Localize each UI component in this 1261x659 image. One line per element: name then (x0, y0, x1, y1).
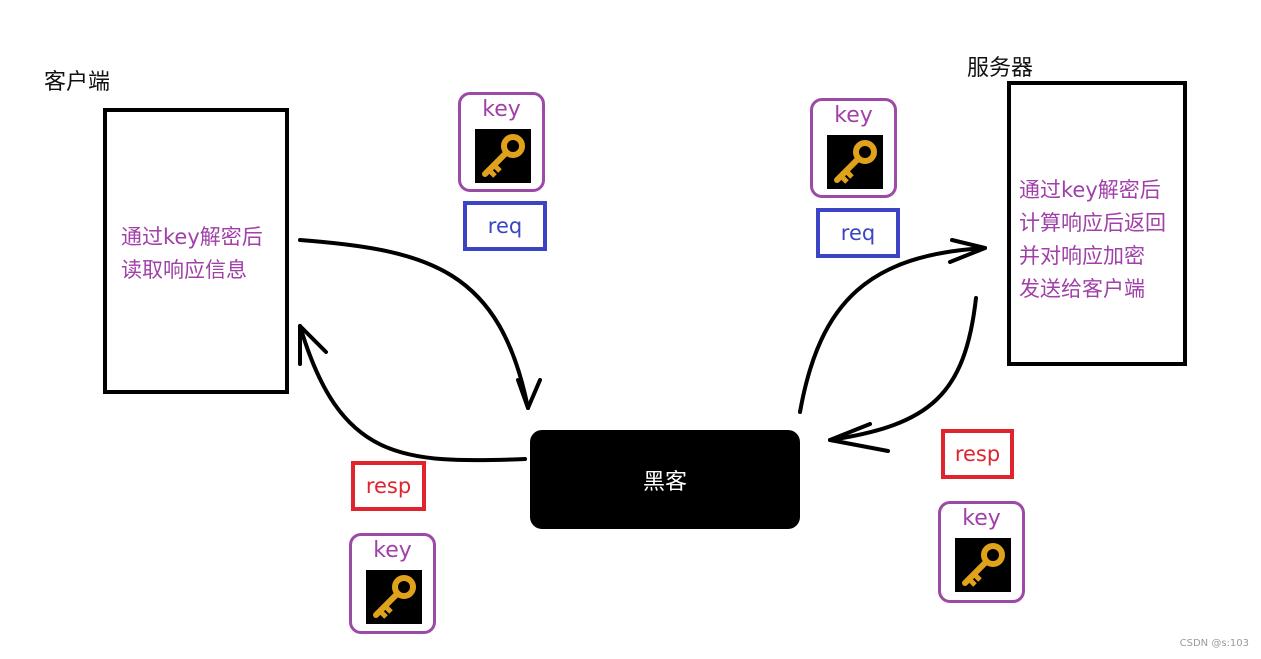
server-box (1007, 81, 1187, 366)
server-note-line: 发送给客户端 (1019, 277, 1145, 301)
arrow-server-to-hacker (828, 296, 978, 442)
key-label: key (373, 538, 412, 563)
key-card: key (810, 98, 897, 198)
resp-tag: resp (351, 461, 426, 511)
arrowhead-client-to-hacker (516, 378, 542, 410)
arrow-hacker-to-client (298, 324, 527, 463)
hacker-label: 黑客 (642, 469, 687, 495)
key-label: key (482, 97, 521, 122)
key-card: key (938, 501, 1025, 603)
golden-key-icon (475, 129, 531, 183)
hacker-node: 黑客 (530, 430, 800, 529)
arrow-client-to-hacker (298, 238, 530, 410)
server-title: 服务器 (967, 56, 1034, 81)
arrow-hacker-to-server (798, 246, 987, 414)
watermark: CSDN @s:103 (1179, 638, 1249, 649)
arrowhead-server-to-hacker (828, 422, 890, 453)
client-title: 客户端 (44, 70, 111, 95)
key-card: key (349, 533, 436, 634)
server-note: 通过key解密后 计算响应后返回 并对响应加密 发送给客户端 (1019, 174, 1166, 306)
resp-label: resp (365, 474, 412, 498)
resp-label: resp (954, 442, 1001, 466)
req-label: req (487, 214, 523, 238)
golden-key-icon (827, 135, 883, 189)
golden-key-icon (955, 538, 1011, 592)
client-note-line: 读取响应信息 (121, 258, 247, 282)
server-note-line: 通过key解密后 (1019, 178, 1161, 202)
req-tag: req (816, 208, 900, 258)
server-note-line: 并对响应加密 (1019, 244, 1145, 268)
req-label: req (840, 221, 876, 245)
key-card: key (458, 92, 545, 192)
key-label: key (962, 506, 1001, 531)
resp-tag: resp (941, 429, 1014, 479)
client-note: 通过key解密后 读取响应信息 (121, 221, 263, 287)
arrowhead-hacker-to-server (948, 238, 987, 264)
golden-key-icon (366, 570, 422, 624)
key-label: key (834, 103, 873, 128)
req-tag: req (463, 201, 547, 251)
arrowhead-hacker-to-client (298, 324, 328, 366)
server-note-line: 计算响应后返回 (1019, 211, 1166, 235)
client-box (103, 108, 289, 394)
client-note-line: 通过key解密后 (121, 225, 263, 249)
